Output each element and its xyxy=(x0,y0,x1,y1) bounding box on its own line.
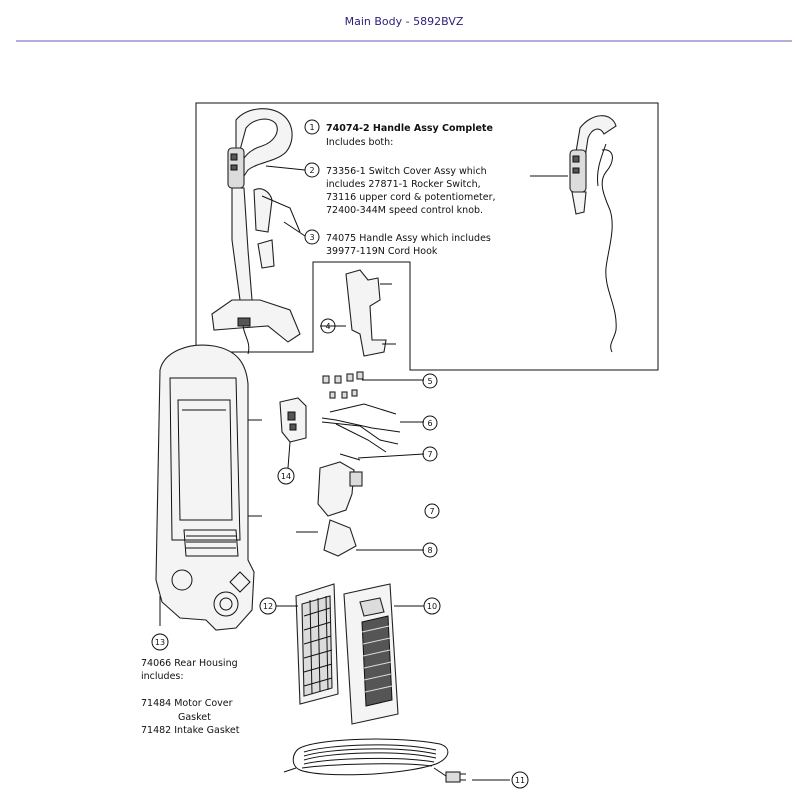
svg-text:1: 1 xyxy=(309,123,314,132)
svg-text:39977-119N Cord Hook: 39977-119N Cord Hook xyxy=(326,246,438,257)
filter-part-12: 12 xyxy=(259,583,339,705)
svg-text:5: 5 xyxy=(427,377,432,386)
svg-text:74075 Handle Assy which includ: 74075 Handle Assy which includes xyxy=(326,233,491,244)
wires-part-6: 6 xyxy=(321,389,438,453)
svg-text:11: 11 xyxy=(515,776,525,785)
svg-text:12: 12 xyxy=(263,602,273,611)
svg-text:8: 8 xyxy=(427,546,432,555)
callout-part-1: 1 74074-2 Handle Assy Complete Includes … xyxy=(304,119,493,148)
svg-text:14: 14 xyxy=(281,472,291,481)
svg-text:includes 27871-1 Rocker Switch: includes 27871-1 Rocker Switch, xyxy=(326,179,481,190)
svg-text:7: 7 xyxy=(427,450,432,459)
svg-text:73116 upper cord & potentiomet: 73116 upper cord & potentiometer, xyxy=(326,192,496,203)
page-title: Main Body - 5892BVZ xyxy=(344,15,464,28)
switch-part-14: 14 xyxy=(277,397,307,485)
svg-text:73356-1 Switch Cover Assy whic: 73356-1 Switch Cover Assy which xyxy=(326,166,487,177)
svg-text:74074-2 Handle Assy Complete: 74074-2 Handle Assy Complete xyxy=(326,123,493,134)
svg-text:6: 6 xyxy=(427,419,432,428)
handle-assembly-drawing xyxy=(211,108,301,355)
screws-part-5: 5 xyxy=(322,371,438,389)
svg-text:71484 Motor Cover: 71484 Motor Cover xyxy=(141,698,233,709)
svg-text:3: 3 xyxy=(309,233,314,242)
grill-part-10: 10 xyxy=(343,583,441,725)
handle-detail-box xyxy=(195,102,659,371)
svg-text:13: 13 xyxy=(155,638,165,647)
svg-text:74066 Rear Housing: 74066 Rear Housing xyxy=(141,658,238,669)
motor-cover-drawing: 8 xyxy=(296,461,438,558)
callout-part-3: 3 74075 Handle Assy which includes 39977… xyxy=(283,221,491,257)
upper-cord-drawing xyxy=(530,115,617,353)
power-cord-part-11: 11 xyxy=(283,738,529,789)
screw-part-7-lower: 7 xyxy=(424,503,440,519)
svg-text:Includes both:: Includes both: xyxy=(326,137,393,148)
rear-housing-drawing xyxy=(155,344,262,631)
header-divider xyxy=(16,40,792,42)
svg-text:2: 2 xyxy=(309,166,314,175)
svg-text:Gasket: Gasket xyxy=(178,712,211,723)
svg-text:71482 Intake Gasket: 71482 Intake Gasket xyxy=(141,725,240,736)
svg-text:includes:: includes: xyxy=(141,671,184,682)
svg-text:10: 10 xyxy=(427,602,437,611)
page-header: Main Body - 5892BVZ xyxy=(0,0,808,44)
rear-housing-label: 74066 Rear Housing includes: 71484 Motor… xyxy=(141,658,240,736)
callout-part-2: 2 73356-1 Switch Cover Assy which includ… xyxy=(265,162,496,216)
svg-text:7: 7 xyxy=(429,507,434,516)
callout-part-13: 13 xyxy=(151,633,169,651)
svg-text:72400-344M speed control knob.: 72400-344M speed control knob. xyxy=(326,205,483,216)
screw-part-7-upper: 7 xyxy=(339,446,438,462)
bracket-part-4: 4 xyxy=(320,269,396,357)
svg-text:4: 4 xyxy=(325,322,330,331)
